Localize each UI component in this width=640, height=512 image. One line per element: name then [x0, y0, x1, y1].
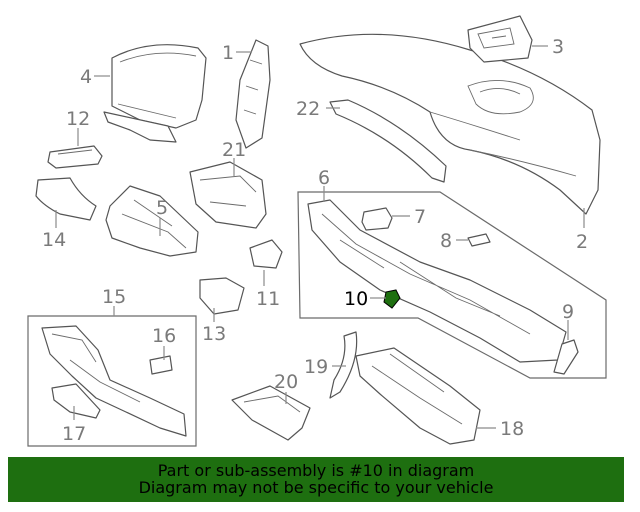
callout-22: 22 [296, 98, 320, 120]
part-4-cluster-hood [103, 44, 207, 143]
part-10-highlighted [383, 289, 401, 309]
part-14-cover [35, 177, 97, 221]
part-21-bracket [189, 161, 267, 229]
part-5-frame [105, 185, 199, 257]
callout-1: 1 [222, 42, 234, 64]
callout-12: 12 [66, 108, 90, 130]
callout-10: 10 [344, 288, 368, 310]
callout-9: 9 [562, 301, 574, 323]
callout-13: 13 [202, 323, 226, 345]
part-8-clip [467, 233, 491, 247]
callout-4: 4 [80, 66, 92, 88]
part-20-tray [231, 385, 311, 441]
callout-5: 5 [156, 197, 168, 219]
callout-8: 8 [440, 230, 452, 252]
callout-17: 17 [62, 423, 86, 445]
part-1-bracket [235, 39, 271, 149]
callout-14: 14 [42, 229, 66, 251]
callout-16: 16 [152, 325, 176, 347]
callout-18: 18 [500, 418, 524, 440]
part-11-clip [249, 239, 283, 269]
part-22-trim [329, 99, 447, 183]
part-9-bracket [553, 339, 579, 375]
part-18-19-glovebox [329, 331, 481, 445]
banner-line-1: Part or sub-assembly is #10 in diagram [157, 461, 475, 480]
part-13-plate [199, 277, 245, 315]
callout-15: 15 [102, 286, 126, 308]
callout-21: 21 [222, 139, 246, 161]
banner-line-2: Diagram may not be specific to your vehi… [138, 478, 494, 497]
callout-2: 2 [576, 231, 588, 253]
callout-11: 11 [256, 288, 280, 310]
info-banner: Part or sub-assembly is #10 in diagram D… [8, 457, 624, 502]
part-15-group-box [27, 315, 197, 447]
callout-19: 19 [304, 356, 328, 378]
part-7-connector [361, 207, 393, 231]
callout-6: 6 [318, 167, 330, 189]
callout-labels: 1 2 3 4 5 6 7 8 9 10 11 12 13 14 15 16 1… [42, 36, 588, 445]
part-12-box [47, 145, 103, 169]
callout-20: 20 [274, 371, 298, 393]
callout-3: 3 [552, 36, 564, 58]
leader-lines [55, 45, 585, 429]
part-2-dash-panel [299, 33, 601, 215]
callout-7: 7 [414, 206, 426, 228]
part-3-panel [467, 15, 533, 63]
